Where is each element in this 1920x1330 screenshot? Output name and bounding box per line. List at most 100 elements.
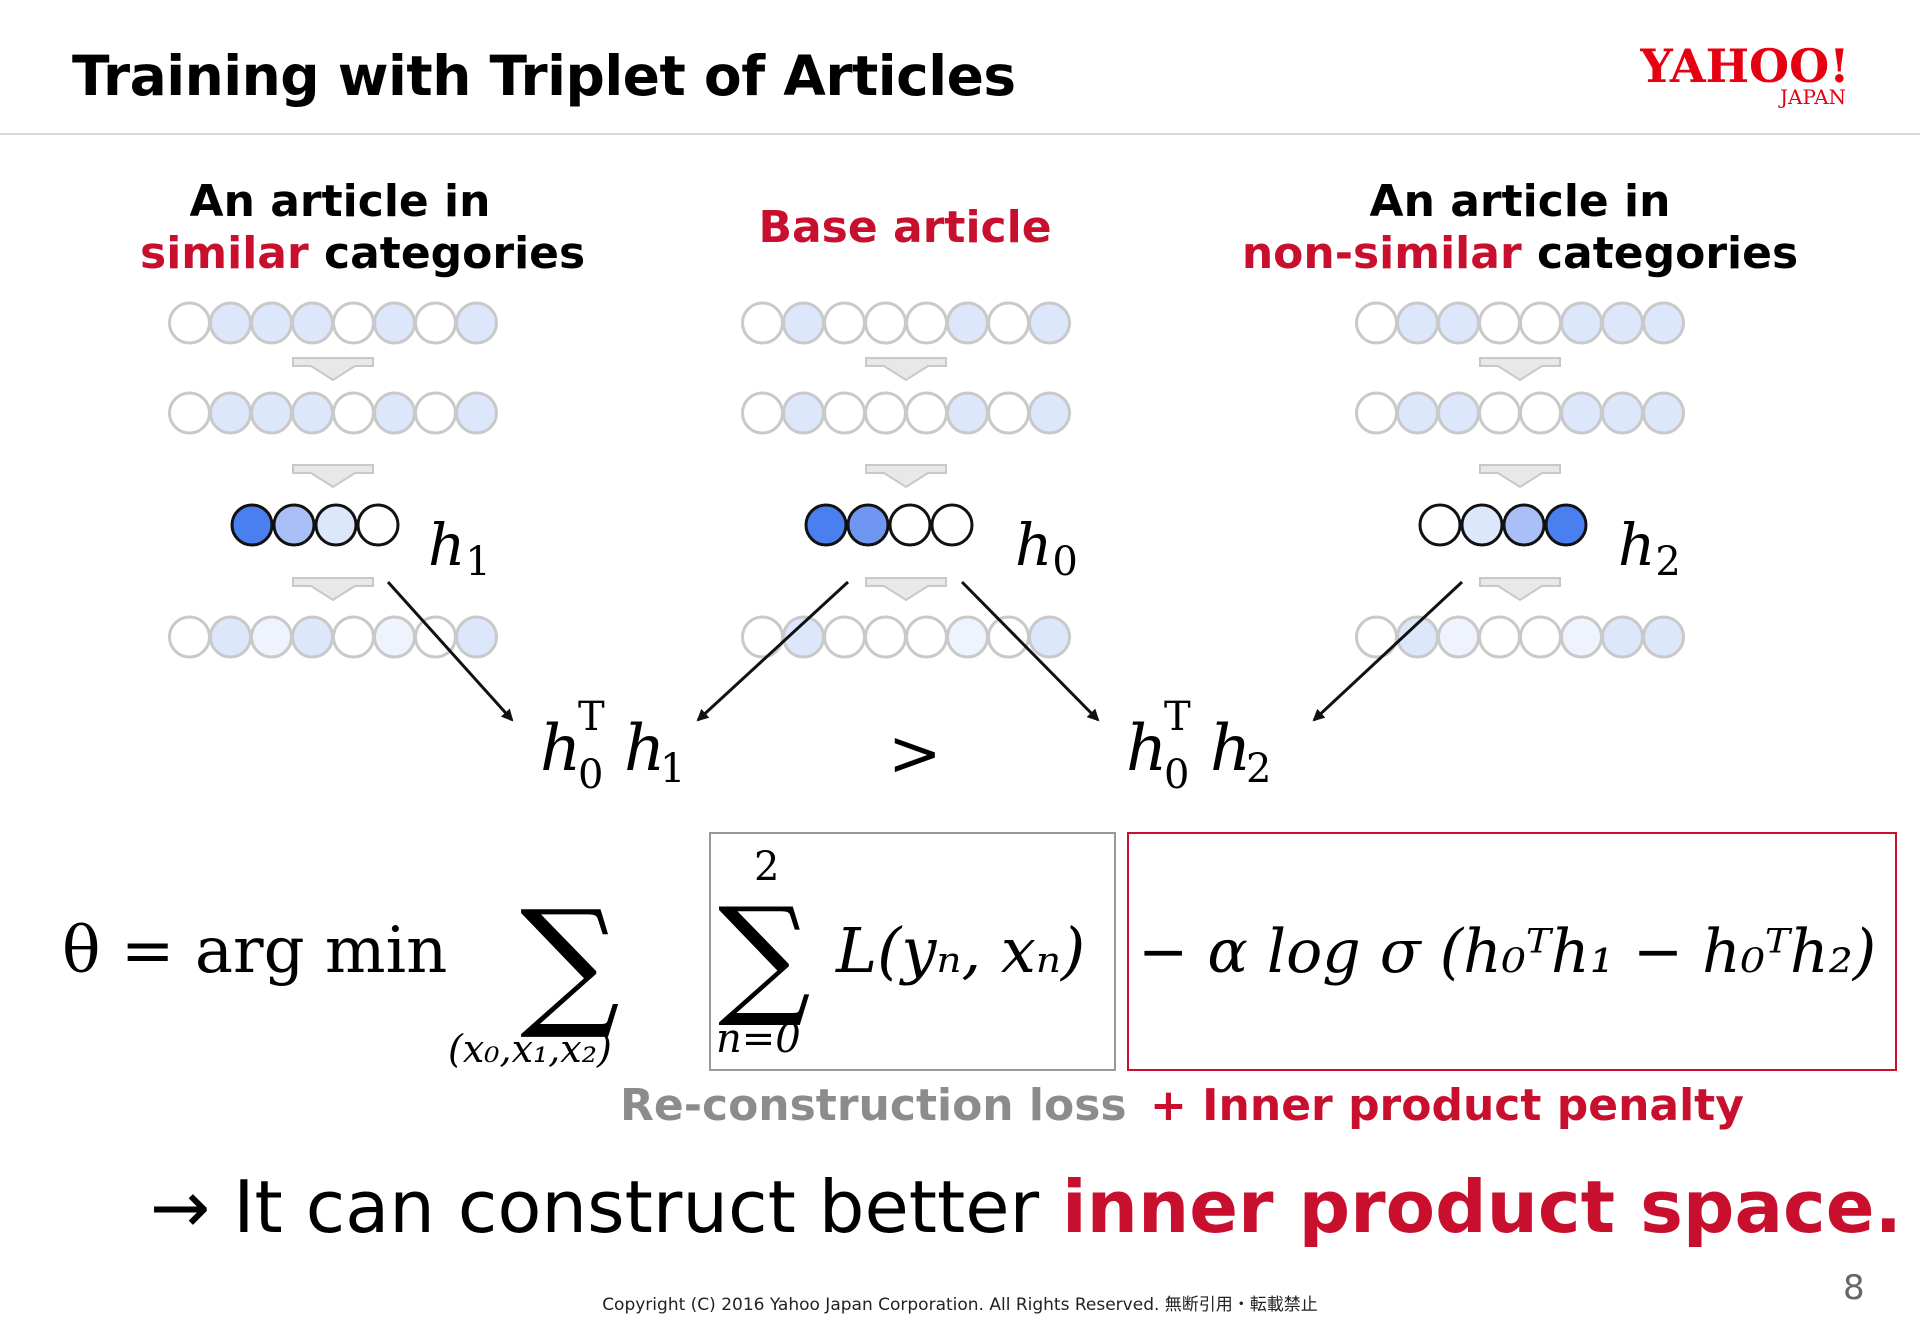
layer-arrow-similar — [292, 577, 374, 602]
hidden-node-nonsimilar — [1418, 503, 1462, 547]
svg-text:0: 0 — [578, 752, 603, 798]
network-node-base — [987, 615, 1030, 659]
network-node-similar — [168, 615, 211, 659]
network-node-nonsimilar — [1642, 615, 1685, 659]
network-node-base — [864, 391, 907, 435]
network-node-similar — [209, 615, 252, 659]
svg-text:1: 1 — [660, 746, 685, 792]
svg-text:T: T — [578, 694, 605, 740]
svg-text:2: 2 — [1246, 746, 1271, 792]
svg-text:h: h — [540, 712, 581, 786]
column-heading-similar: An article in similar categories — [140, 176, 586, 279]
network-node-similar — [373, 391, 416, 435]
hidden-node-similar — [230, 503, 274, 547]
layer-arrow-similar — [292, 357, 374, 382]
network-node-base — [741, 301, 784, 345]
network-node-similar — [332, 301, 375, 345]
network-node-similar — [209, 391, 252, 435]
network-node-base — [1028, 615, 1071, 659]
network-node-nonsimilar — [1519, 301, 1562, 345]
hidden-node-nonsimilar — [1460, 503, 1504, 547]
inner-product-penalty-box — [1127, 832, 1897, 1071]
network-node-nonsimilar — [1478, 301, 1521, 345]
arrow-h0-to-left-product — [696, 580, 850, 722]
page-number: 8 — [1843, 1268, 1865, 1308]
outer-sum-subscript: (x₀,x₁,x₂) — [448, 1027, 612, 1071]
network-node-nonsimilar — [1478, 391, 1521, 435]
network-node-nonsimilar — [1519, 391, 1562, 435]
loss-term: L(yₙ, xₙ) — [835, 914, 1085, 987]
network-node-nonsimilar — [1478, 615, 1521, 659]
network-node-nonsimilar — [1519, 615, 1562, 659]
logo-main: YAHOO! — [1640, 40, 1849, 93]
outer-sum-symbol: ∑ — [520, 881, 620, 1044]
copyright-notice: Copyright (C) 2016 Yahoo Japan Corporati… — [602, 1295, 1318, 1315]
svg-text:h: h — [624, 712, 665, 786]
network-node-base — [864, 301, 907, 345]
layer-arrow-base — [865, 577, 947, 602]
network-node-base — [741, 615, 784, 659]
network-node-similar — [455, 391, 498, 435]
network-node-similar — [291, 301, 334, 345]
inner-sum-subscript: n=0 — [716, 1016, 801, 1062]
network-node-similar — [332, 615, 375, 659]
network-node-similar — [250, 301, 293, 345]
network-node-similar — [168, 391, 211, 435]
reconstruction-loss-caption: Re-construction loss — [620, 1080, 1127, 1131]
network-node-base — [782, 301, 825, 345]
network-node-similar — [373, 615, 416, 659]
network-node-base — [987, 391, 1030, 435]
column-heading-nonsimilar: An article in non-similar categories — [1241, 176, 1799, 279]
hidden-node-similar — [272, 503, 316, 547]
layer-arrow-similar — [292, 464, 374, 489]
hidden-label-h0: h0 — [1015, 511, 1078, 585]
hidden-node-nonsimilar — [1502, 503, 1546, 547]
svg-text:0: 0 — [1164, 752, 1189, 798]
hidden-node-base — [888, 503, 932, 547]
hidden-node-nonsimilar — [1544, 503, 1588, 547]
arrow-h2-to-right-product — [1312, 580, 1464, 722]
reconstruction-loss-box — [709, 832, 1116, 1071]
column-heading-base: Base article — [758, 202, 1052, 253]
network-node-base — [741, 391, 784, 435]
hidden-node-base — [930, 503, 974, 547]
network-node-similar — [291, 391, 334, 435]
network-node-similar — [455, 615, 498, 659]
equation-lhs: θ = arg min — [62, 914, 447, 988]
network-node-nonsimilar — [1396, 391, 1439, 435]
penalty-term: − α log σ (h₀ᵀh₁ − h₀ᵀh₂) — [1138, 917, 1876, 987]
network-node-base — [905, 301, 948, 345]
network-node-nonsimilar — [1642, 301, 1685, 345]
network-node-nonsimilar — [1560, 391, 1603, 435]
network-node-nonsimilar — [1396, 301, 1439, 345]
network-node-similar — [291, 615, 334, 659]
logo-sub: JAPAN — [1778, 85, 1846, 109]
svg-text:h: h — [1210, 712, 1251, 786]
network-node-base — [905, 615, 948, 659]
inner-product-right: h T 0 h 2 — [1126, 694, 1271, 798]
yahoo-japan-logo: YAHOO! JAPAN — [1640, 40, 1849, 109]
network-node-nonsimilar — [1560, 301, 1603, 345]
network-node-base — [905, 391, 948, 435]
network-node-nonsimilar — [1437, 391, 1480, 435]
inner-product-left: h T 0 h 1 — [540, 694, 685, 798]
hidden-node-base — [804, 503, 848, 547]
inner-product-penalty-caption: + Inner product penalty — [1150, 1080, 1744, 1131]
network-node-base — [946, 301, 989, 345]
inner-sum-superscript: 2 — [754, 844, 779, 890]
network-node-base — [946, 391, 989, 435]
layer-arrow-nonsimilar — [1479, 357, 1561, 382]
hidden-label-h2: h2 — [1618, 511, 1681, 585]
title-divider — [0, 133, 1920, 135]
greater-than: > — [888, 717, 942, 791]
network-node-base — [823, 301, 866, 345]
inner-sum-symbol: ∑ — [718, 879, 811, 1031]
hidden-node-base — [846, 503, 890, 547]
network-node-base — [1028, 301, 1071, 345]
layer-arrow-nonsimilar — [1479, 577, 1561, 602]
network-node-base — [823, 615, 866, 659]
network-node-nonsimilar — [1437, 615, 1480, 659]
network-node-nonsimilar — [1601, 301, 1644, 345]
network-node-similar — [455, 301, 498, 345]
network-node-base — [946, 615, 989, 659]
